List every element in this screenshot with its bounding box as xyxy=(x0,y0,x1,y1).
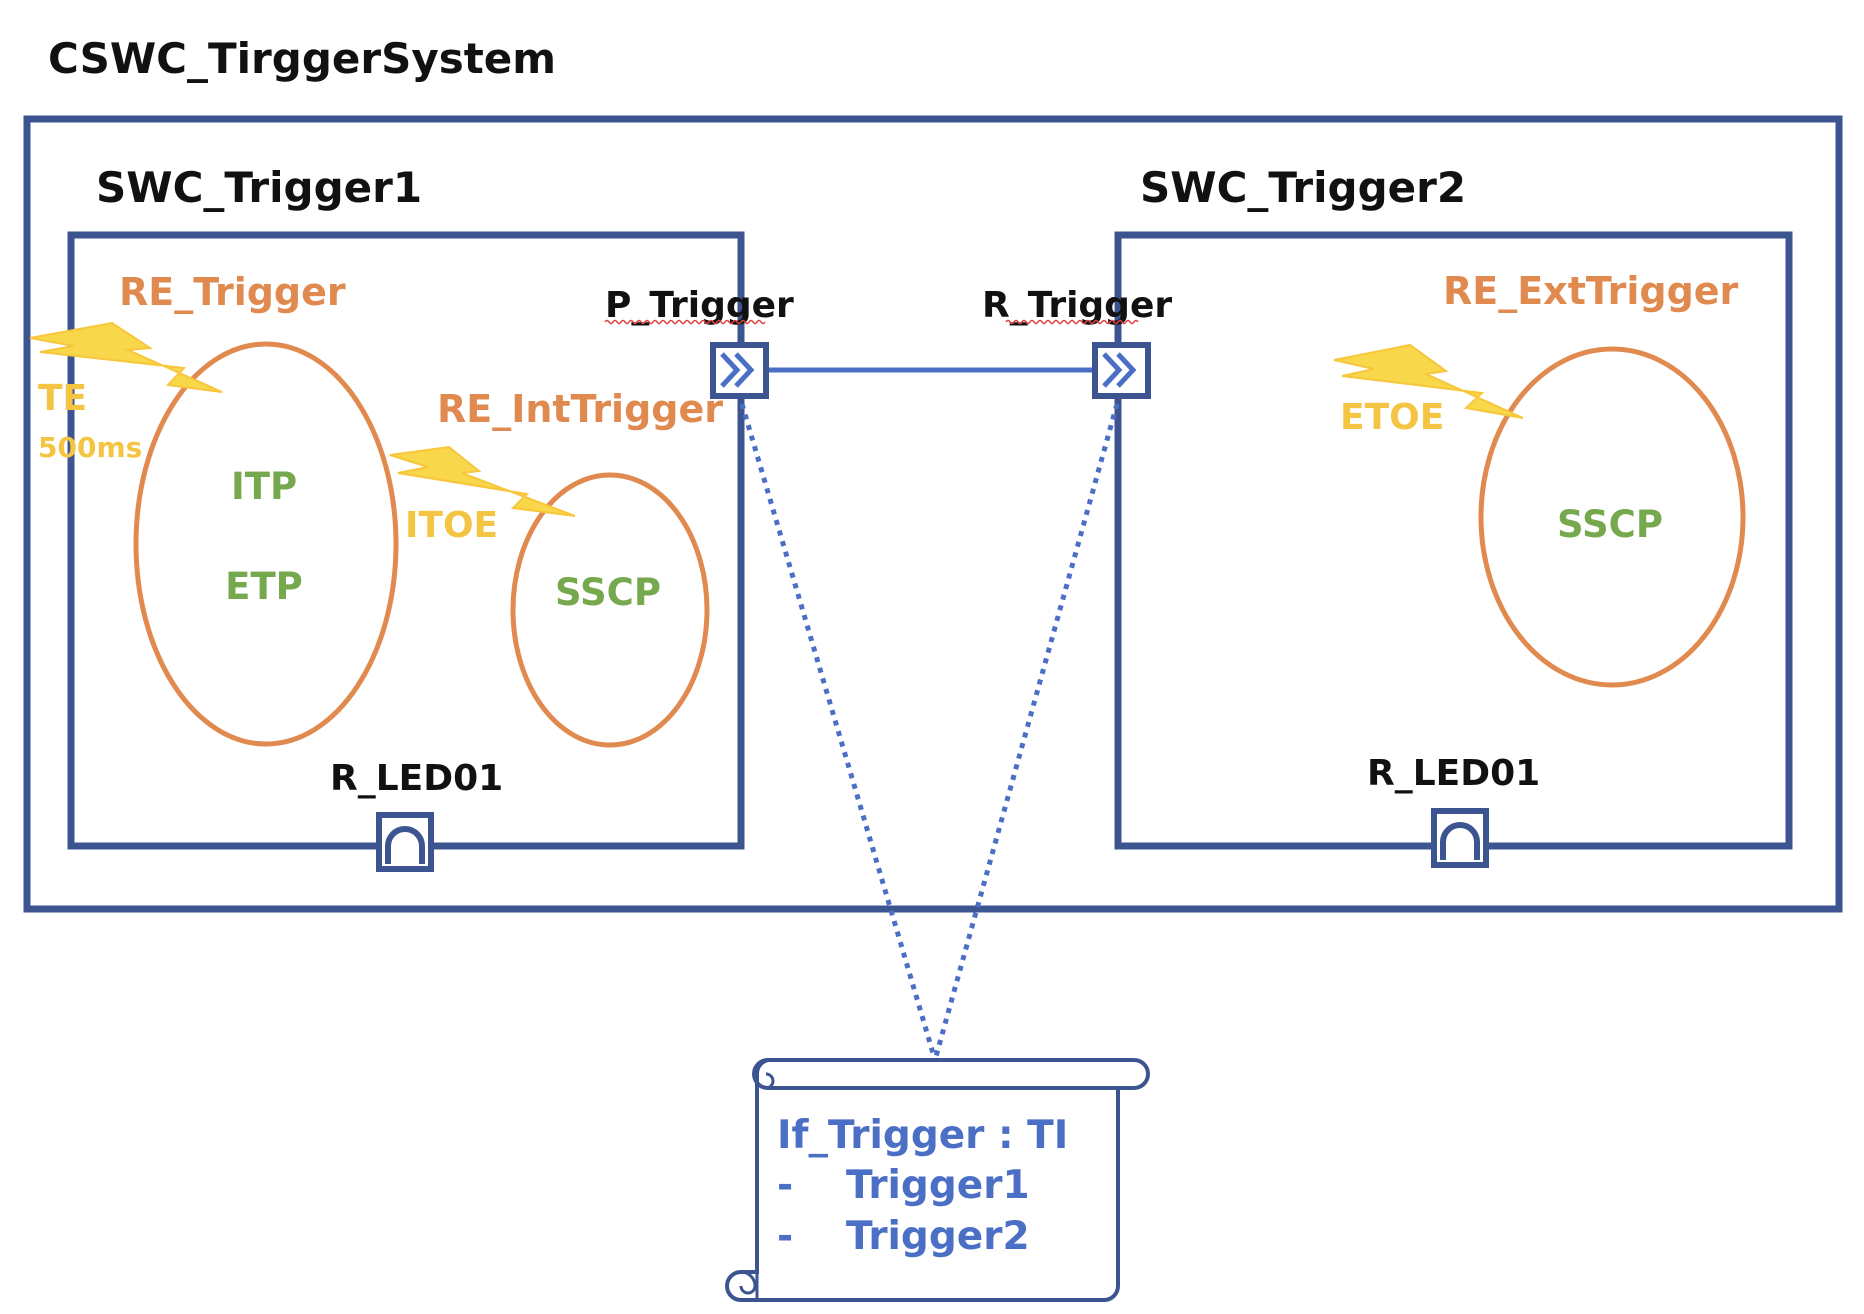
interface-trigger-1: Trigger1 xyxy=(846,1163,1030,1208)
swc1-title: SWC_Trigger1 xyxy=(96,163,422,212)
external-event-lightning-icon xyxy=(1333,343,1524,419)
r-trigger-port[interactable] xyxy=(1092,342,1151,399)
itoe-label: ITOE xyxy=(405,505,498,546)
interface-dash-1: - xyxy=(777,1163,793,1208)
swc2-led-port[interactable] xyxy=(1431,808,1489,868)
sscp-label-int: SSCP xyxy=(555,571,661,614)
swc1-led-port-label: R_LED01 xyxy=(330,758,503,799)
re-exttrigger-runnable[interactable] xyxy=(1478,346,1746,688)
swc1-led-port[interactable] xyxy=(376,812,434,872)
swc2-title: SWC_Trigger2 xyxy=(1140,163,1466,212)
timing-event-lightning-icon xyxy=(29,321,223,393)
interface-scroll[interactable] xyxy=(725,1058,1150,1302)
interface-dash-2: - xyxy=(777,1214,793,1259)
interface-name: If_Trigger : TI xyxy=(777,1113,1068,1158)
p-trigger-port[interactable] xyxy=(710,342,769,399)
re-exttrigger-label: RE_ExtTrigger xyxy=(1443,269,1739,313)
interface-link-right xyxy=(932,403,1120,1061)
sscp-label-ext: SSCP xyxy=(1557,503,1663,546)
re-inttrigger-runnable[interactable] xyxy=(510,472,710,748)
itp-label: ITP xyxy=(231,465,297,508)
p-trigger-label: P_Trigger xyxy=(605,285,794,326)
internal-event-lightning-icon xyxy=(389,445,576,517)
te-label: TE xyxy=(38,378,87,419)
spellcheck-underline xyxy=(1005,319,1139,325)
composition-title: CSWC_TirggerSystem xyxy=(48,34,556,83)
te-period-label: 500ms xyxy=(38,431,142,464)
swc2-led-port-label: R_LED01 xyxy=(1367,753,1540,794)
composition-box[interactable] xyxy=(23,115,1843,913)
re-inttrigger-label: RE_IntTrigger xyxy=(437,387,723,431)
etp-label: ETP xyxy=(225,565,303,608)
re-trigger-runnable[interactable] xyxy=(133,341,399,747)
spellcheck-underline xyxy=(604,319,766,325)
interface-trigger-2: Trigger2 xyxy=(846,1214,1030,1259)
interface-link-left xyxy=(739,403,938,1061)
r-trigger-label: R_Trigger xyxy=(982,285,1172,326)
re-trigger-label: RE_Trigger xyxy=(119,270,346,314)
etoe-label: ETOE xyxy=(1340,397,1444,438)
